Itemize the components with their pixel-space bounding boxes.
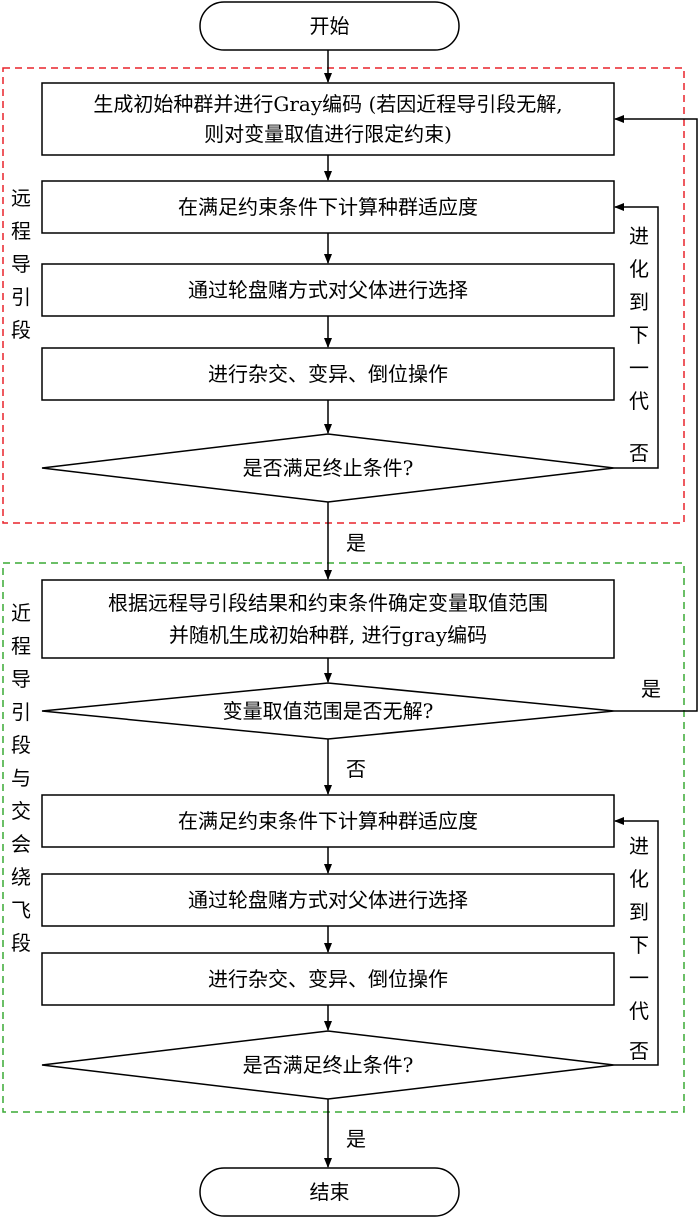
range-yes-loop-arrow <box>614 115 698 712</box>
stage2-init-text: 根据远程导引段结果和约束条件确定变量取值范围 并随机生成初始种群, 进行gray… <box>42 580 614 658</box>
stage2-ops-text: 进行杂交、变异、倒位操作 <box>208 967 448 991</box>
stage2-region <box>2 562 685 1113</box>
stage2-range-text: 变量取值范围是否无解? <box>222 699 434 723</box>
stage1-decision-text: 是否满足终止条件? <box>242 456 414 480</box>
range-yes-label: 是 <box>641 677 661 701</box>
stage1-yes-label: 是 <box>346 531 366 555</box>
stage2-loop-label: 进化到下一代 <box>629 834 649 1023</box>
stage1-select-text: 通过轮盘赌方式对父体进行选择 <box>188 278 468 302</box>
range-no-label: 否 <box>346 757 366 781</box>
stage1-label: 远程导引段 <box>11 186 31 342</box>
stage1-init-line2: 则对变量取值进行限定约束) <box>204 122 452 146</box>
stage2-yes-label: 是 <box>346 1127 366 1151</box>
stage1-loop-arrow <box>614 203 659 469</box>
stage1-region <box>2 67 685 524</box>
stage2-fitness-text: 在满足约束条件下计算种群适应度 <box>178 809 478 833</box>
stage1-init-line1: 生成初始种群并进行Gray编码 (若因近程导引段无解, <box>93 92 563 116</box>
stage2-loop-arrow <box>614 817 659 1066</box>
start-terminal <box>199 1 460 51</box>
end-label: 结束 <box>309 1180 350 1204</box>
stage2-init-line2: 并随机生成初始种群, 进行gray编码 <box>168 623 488 647</box>
stage1-fitness-text: 在满足约束条件下计算种群适应度 <box>178 195 478 219</box>
stage2-init-line1: 根据远程导引段结果和约束条件确定变量取值范围 <box>108 591 548 615</box>
stage2-no-label: 否 <box>629 1039 649 1063</box>
stage2-ops-box <box>41 952 615 1006</box>
end-terminal <box>199 1167 460 1217</box>
stage1-select-box <box>41 263 615 317</box>
stage2-decision-text: 是否满足终止条件? <box>242 1053 414 1077</box>
stage2-init-box <box>41 579 615 659</box>
start-label: 开始 <box>309 14 350 38</box>
stage2-select-box <box>41 873 615 927</box>
stage1-ops-box <box>41 347 615 401</box>
stage1-ops-text: 进行杂交、变异、倒位操作 <box>208 362 448 386</box>
stage1-fitness-box <box>41 180 615 234</box>
stage1-no-label: 否 <box>629 441 649 465</box>
stage1-init-text: 生成初始种群并进行Gray编码 (若因近程导引段无解, 则对变量取值进行限定约束… <box>42 83 614 155</box>
stage2-label: 近程导引段与交会绕飞段 <box>11 601 31 955</box>
stage2-select-text: 通过轮盘赌方式对父体进行选择 <box>188 888 468 912</box>
stage1-loop-label: 进化到下一代 <box>629 224 649 413</box>
